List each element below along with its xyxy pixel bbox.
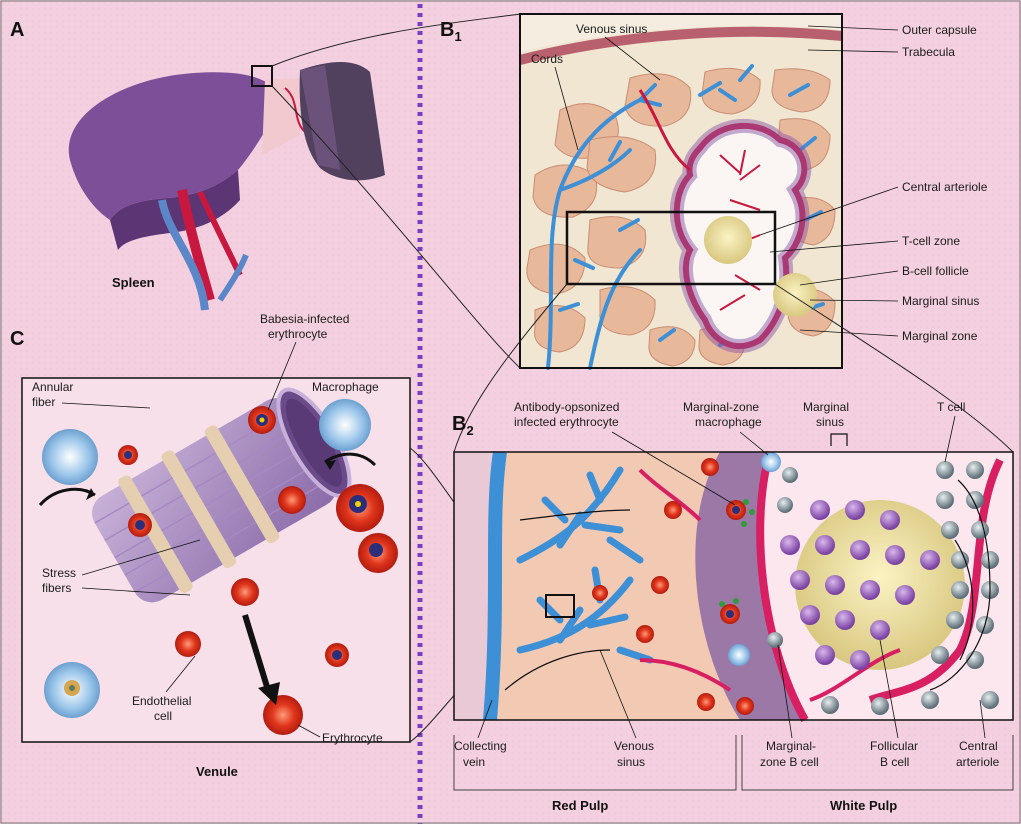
label-marginal-sinus-b2-2: sinus: [816, 415, 844, 429]
label-mz-bcell-1: Marginal-: [766, 739, 816, 753]
label-endothelial-1: Endothelial: [132, 694, 191, 708]
panel-b1-illustration: [520, 14, 842, 368]
label-mz-macrophage-2: macrophage: [695, 415, 762, 429]
label-outer-capsule: Outer capsule: [902, 23, 977, 37]
panel-b2-illustration: [454, 452, 1013, 720]
white-pulp-label: White Pulp: [830, 798, 897, 813]
label-venous-sinus: Venous sinus: [576, 22, 647, 36]
label-collecting-2: vein: [463, 755, 485, 769]
label-marginal-sinus: Marginal sinus: [902, 294, 979, 308]
venule-caption: Venule: [196, 764, 238, 779]
label-babesia-1: Babesia-infected: [260, 312, 349, 326]
label-marginal-zone: Marginal zone: [902, 329, 978, 343]
label-cords: Cords: [531, 52, 563, 66]
label-central-arteriole-b2-2: arteriole: [956, 755, 1000, 769]
label-b-cell-follicle: B-cell follicle: [902, 264, 969, 278]
label-venous-sinus-b2-2: sinus: [617, 755, 645, 769]
label-annular-2: fiber: [32, 395, 55, 409]
red-pulp-label: Red Pulp: [552, 798, 608, 813]
label-endothelial-2: cell: [154, 709, 172, 723]
label-collecting-1: Collecting: [454, 739, 507, 753]
label-trabecula: Trabecula: [902, 45, 955, 59]
label-mz-bcell-2: zone B cell: [760, 755, 819, 769]
label-erythrocyte: Erythrocyte: [322, 731, 383, 745]
label-babesia-2: erythrocyte: [268, 327, 328, 341]
label-annular-1: Annular: [32, 380, 73, 394]
label-follicular-1: Follicular: [870, 739, 918, 753]
panel-c-letter: C: [10, 328, 24, 350]
label-antibody-2: infected erythrocyte: [514, 415, 619, 429]
panel-c-illustration: [22, 375, 410, 742]
label-venous-sinus-b2-1: Venous: [614, 739, 654, 753]
label-marginal-sinus-b2-1: Marginal: [803, 400, 849, 414]
label-t-cell-zone: T-cell zone: [902, 234, 960, 248]
label-follicular-2: B cell: [880, 755, 909, 769]
label-stress-2: fibers: [42, 581, 71, 595]
label-macrophage: Macrophage: [312, 380, 379, 394]
label-central-arteriole-b2-1: Central: [959, 739, 998, 753]
spleen-label: Spleen: [112, 275, 155, 290]
label-t-cell: T cell: [937, 400, 965, 414]
label-central-arteriole: Central arteriole: [902, 180, 988, 194]
label-stress-1: Stress: [42, 566, 76, 580]
panel-a-letter: A: [10, 19, 24, 41]
label-mz-macrophage-1: Marginal-zone: [683, 400, 759, 414]
label-antibody-1: Antibody-opsonized: [514, 400, 619, 414]
